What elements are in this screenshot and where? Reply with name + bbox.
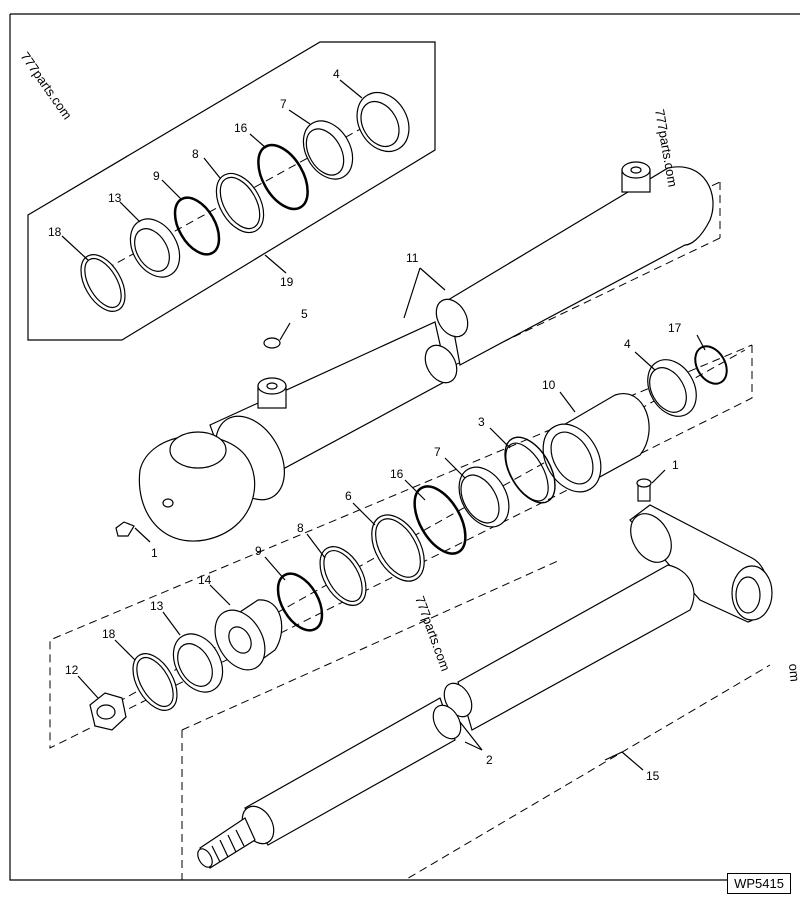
callout-10: 10 [542, 378, 556, 392]
callout-3: 3 [478, 415, 485, 429]
callout-13-mid: 13 [150, 599, 164, 613]
watermark-top-left: 777parts.com [18, 49, 75, 122]
callout-1-right: 1 [672, 458, 679, 472]
callout-6: 6 [345, 489, 352, 503]
watermark-edge: om [786, 663, 800, 682]
callout-17: 17 [668, 321, 682, 335]
callout-1-left: 1 [151, 546, 158, 560]
callout-16-top: 16 [234, 121, 248, 135]
figure-id-label: WP5415 [727, 873, 791, 894]
watermark-center: 777parts.com [412, 594, 453, 673]
callout-15: 15 [646, 769, 660, 783]
callout-13-top: 13 [108, 191, 122, 205]
rod-parts-group [49, 334, 753, 749]
callout-7-top: 7 [280, 97, 287, 111]
callout-14: 14 [198, 573, 212, 587]
callout-4-mid: 4 [624, 337, 631, 351]
callout-18-mid: 18 [102, 627, 116, 641]
callout-5: 5 [301, 307, 308, 321]
callout-16-mid: 16 [390, 467, 404, 481]
piston-rod-group-15 [181, 469, 773, 881]
callout-18-top: 18 [48, 225, 62, 239]
cylinder-barrel-group-11 [115, 161, 721, 543]
callout-19: 19 [280, 275, 294, 289]
callout-9-top: 9 [153, 169, 160, 183]
callout-2: 2 [486, 753, 493, 767]
callout-7-mid: 7 [434, 445, 441, 459]
callout-8-mid: 8 [297, 521, 304, 535]
callout-8-top: 8 [192, 147, 199, 161]
callout-9-mid: 9 [255, 544, 262, 558]
seal-kit-group-19 [27, 41, 436, 341]
callout-4-top: 4 [333, 67, 340, 81]
callout-12: 12 [65, 663, 79, 677]
callout-11: 11 [406, 251, 419, 265]
